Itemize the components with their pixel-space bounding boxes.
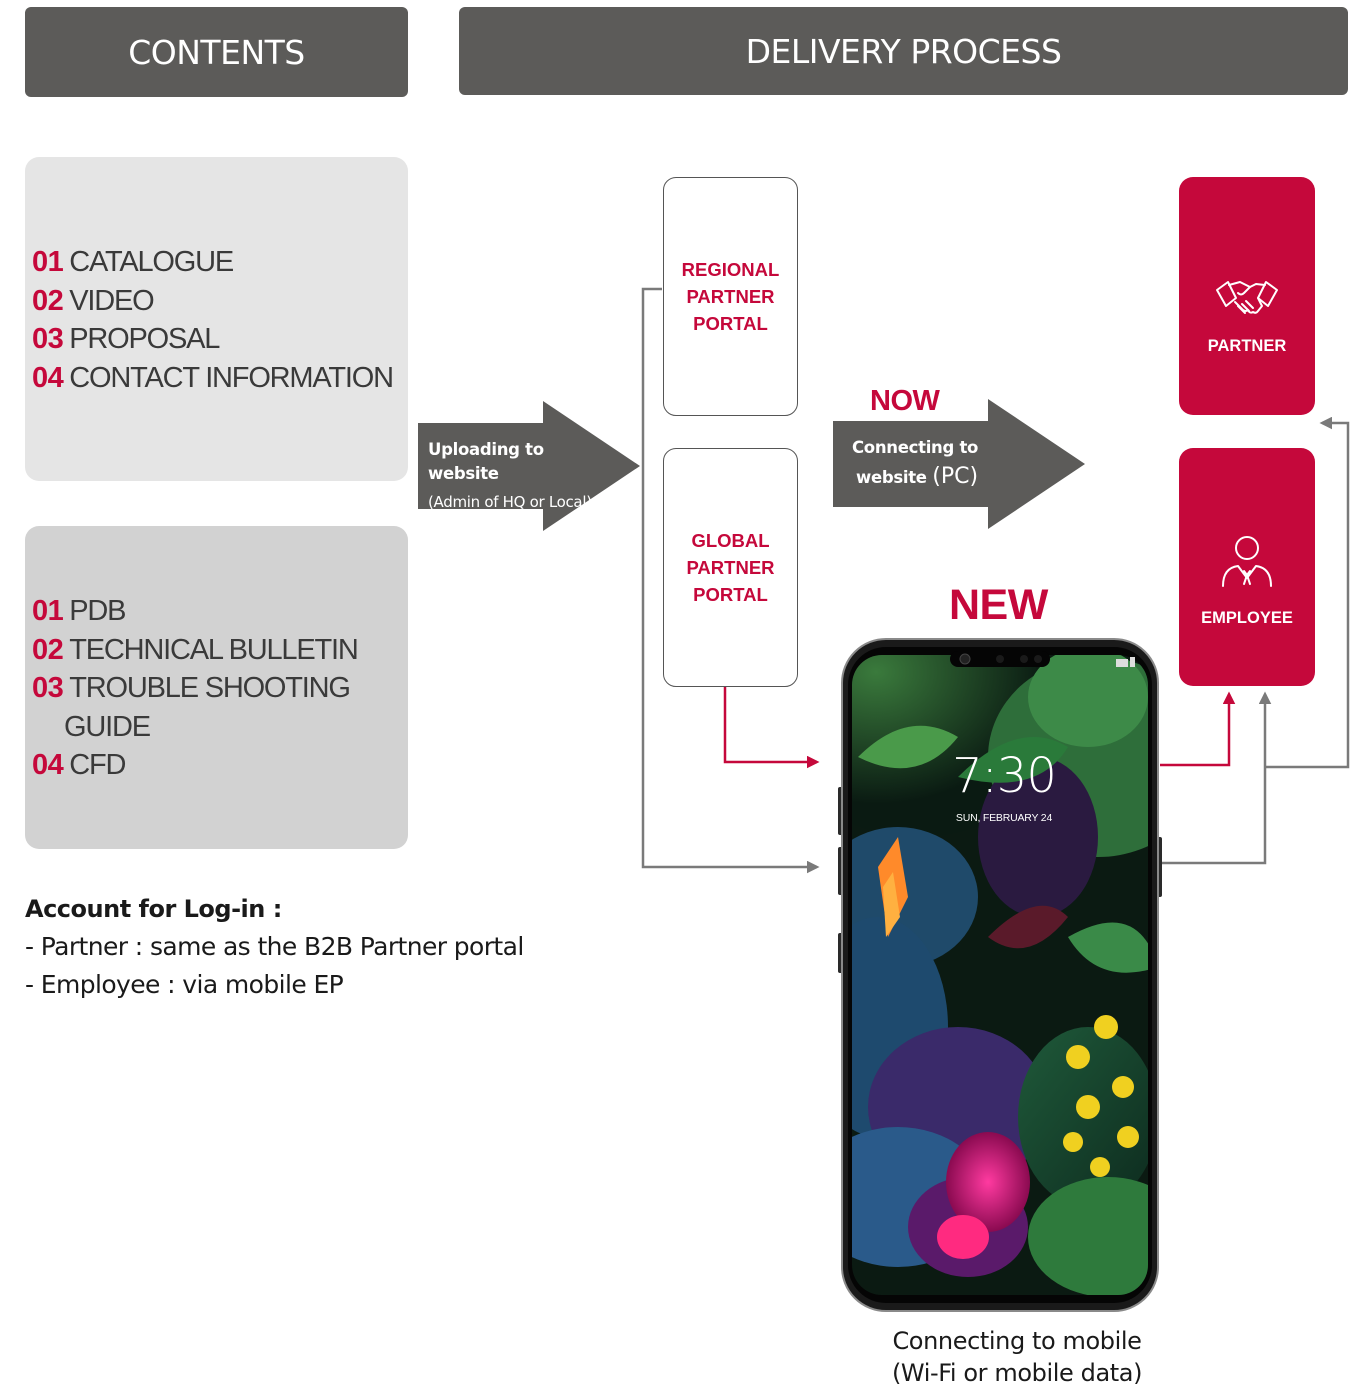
- partner-label: PARTNER: [1207, 337, 1287, 355]
- regional-partner-portal: REGIONAL PARTNER PORTAL: [663, 177, 798, 416]
- now-arrow-shape: [833, 399, 1085, 529]
- now-line2-b: (PC): [932, 464, 979, 489]
- partner-box: PARTNER: [1179, 177, 1315, 415]
- new-tag: NEW: [949, 581, 1048, 629]
- now-line2-a: website: [856, 468, 927, 487]
- employee-box: EMPLOYEE: [1179, 448, 1315, 686]
- employee-label: EMPLOYEE: [1201, 609, 1293, 627]
- account-employee-line: - Employee : via mobile EP: [25, 970, 344, 999]
- portal-bracket-line: [641, 287, 820, 874]
- delivery-process-header-label: DELIVERY PROCESS: [745, 31, 1062, 71]
- mobile-caption-line2: (Wi-Fi or mobile data): [891, 1359, 1143, 1387]
- phone-date: SUN, FEBRUARY 24: [955, 812, 1053, 824]
- account-partner-line: - Partner : same as the B2B Partner port…: [25, 932, 524, 961]
- upload-line1: Uploading to website: [428, 440, 544, 483]
- contents-panel-technical: [25, 526, 408, 849]
- person-icon: [1218, 534, 1276, 595]
- phone-to-partner-line: [1160, 691, 1236, 767]
- now-arrow-label: Connecting to website (PC): [852, 436, 1002, 495]
- account-info: Account for Log-in : - Partner : same as…: [25, 890, 524, 1004]
- phone-to-employee-line: [1160, 691, 1272, 865]
- upload-arrow-label: Uploading to website (Admin of HQ or Loc…: [428, 438, 618, 518]
- loop-to-partner-line: [1265, 416, 1350, 769]
- account-title: Account for Log-in :: [25, 895, 282, 923]
- global-partner-portal: GLOBAL PARTNER PORTAL: [663, 448, 798, 687]
- upload-line2: (Admin of HQ or Local): [428, 493, 592, 511]
- phone-time: 7:30: [952, 748, 1057, 804]
- smartphone-image: [838, 637, 1162, 1313]
- list-item-continuation: GUIDE: [64, 710, 151, 743]
- upload-arrow-shape: [418, 401, 640, 531]
- global-to-phone-line: [723, 687, 820, 769]
- contents-header: CONTENTS: [25, 7, 408, 97]
- mobile-caption: Connecting to mobile (Wi-Fi or mobile da…: [867, 1325, 1167, 1389]
- contents-panel-marketing: [25, 157, 408, 481]
- now-tag: NOW: [870, 385, 940, 417]
- delivery-process-header: DELIVERY PROCESS: [459, 7, 1348, 95]
- now-line1: Connecting to: [852, 438, 979, 457]
- mobile-caption-line1: Connecting to mobile: [892, 1327, 1142, 1355]
- handshake-icon: [1214, 276, 1280, 327]
- contents-header-label: CONTENTS: [128, 32, 305, 72]
